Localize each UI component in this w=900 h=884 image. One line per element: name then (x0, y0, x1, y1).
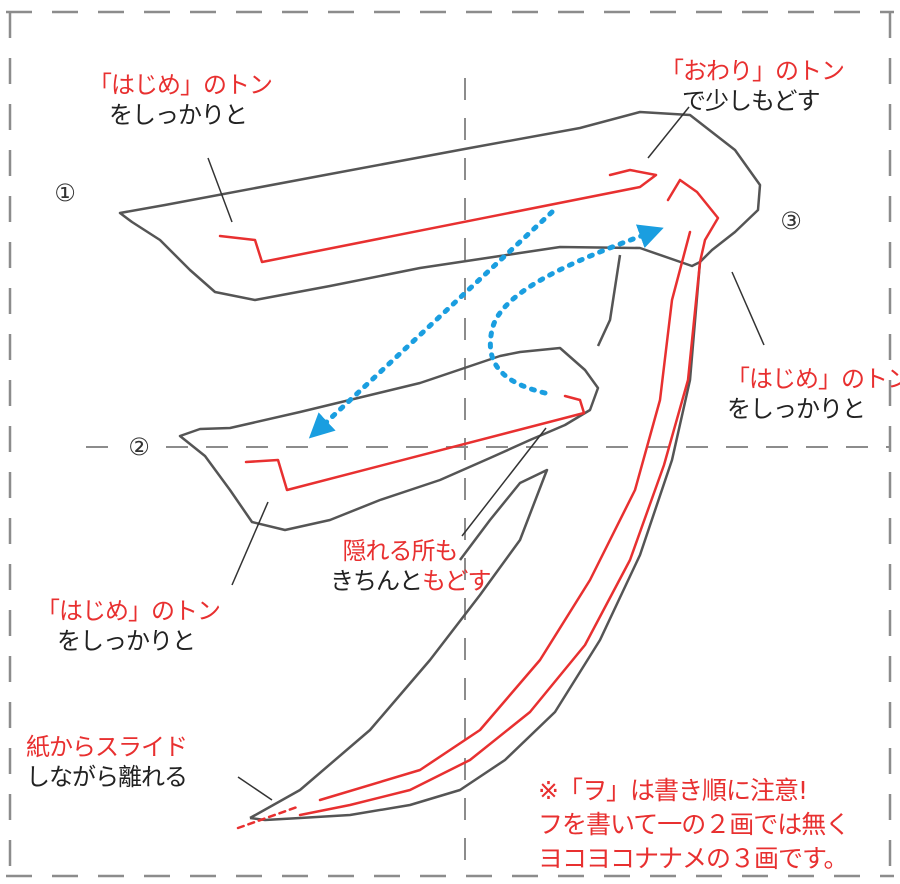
red-guides (218, 168, 720, 830)
stroke-order-note: ※「ヲ」は書き順に注意! フを書いて一の２画では無く ヨコヨコナナメの３画です。 (538, 774, 878, 876)
callout-start-stroke2-body: をしっかりと (57, 627, 196, 655)
callout-hidden-body-red: もどす (422, 567, 492, 595)
stroke2-guide (244, 394, 586, 492)
note-line-3: ヨコヨコナナメの３画です。 (538, 844, 849, 873)
practice-frame (6, 10, 894, 878)
release-dash (236, 804, 302, 830)
callout-hidden-body: きちんともどす (330, 566, 492, 596)
move-1-to-2 (308, 209, 555, 439)
stroke-number-1: ① (50, 178, 80, 208)
note-line-1: ※「ヲ」は書き順に注意! (538, 776, 808, 805)
callout-release-title: 紙からスライド (26, 733, 188, 761)
callout-start-stroke1: 「はじめ」のトン をしっかりと (88, 70, 273, 130)
callout-start-stroke3: 「はじめ」のトン をしっかりと (726, 364, 900, 424)
callout-start-stroke3-title: 「はじめ」のトン (726, 365, 900, 393)
callout-end-body: で少しもどす (682, 87, 821, 115)
callout-start-stroke1-title: 「はじめ」のトン (88, 71, 273, 99)
callout-start-stroke1-body: をしっかりと (109, 101, 248, 129)
callout-hidden-body-black: きちんと (330, 567, 423, 595)
callout-hidden-part: 隠れる所も きちんともどす (330, 536, 492, 596)
callout-start-stroke2-title: 「はじめ」のトン (36, 597, 221, 625)
leader-lines (207, 106, 765, 801)
center-guides (86, 78, 890, 876)
stroke1-guide (218, 168, 658, 264)
stroke1-outline (118, 110, 762, 302)
stroke-number-3: ③ (776, 206, 806, 236)
callout-start-stroke3-body: をしっかりと (727, 395, 866, 423)
callout-end-stroke1: 「おわり」のトン で少しもどす (660, 56, 860, 116)
callout-end-title: 「おわり」のトン (660, 57, 845, 85)
callout-start-stroke2: 「はじめ」のトン をしっかりと (36, 596, 221, 656)
callout-release-body: しながら離れる (26, 763, 188, 791)
stroke3-guide (298, 178, 720, 817)
stroke3-guide-inner (318, 230, 692, 802)
callout-hidden-title: 隠れる所も (342, 537, 459, 565)
move-2-to-3 (487, 224, 664, 396)
stroke3-outline (249, 254, 702, 822)
callout-release: 紙からスライド しながら離れる (26, 732, 226, 792)
movement-paths (308, 209, 664, 439)
stroke-number-2: ② (124, 432, 154, 462)
stroke2-outline (178, 346, 600, 532)
note-line-2: フを書いて一の２画では無く (538, 810, 850, 839)
